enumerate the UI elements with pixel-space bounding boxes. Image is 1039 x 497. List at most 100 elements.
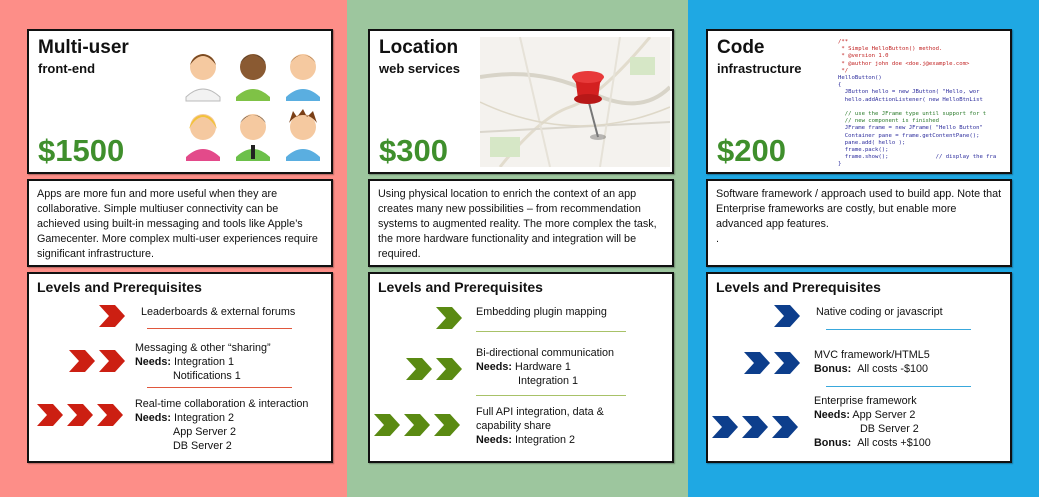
chevron-arrow-icon — [774, 305, 800, 327]
level-2-title: MVC framework/HTML5 — [814, 349, 930, 361]
user-avatars-icon — [185, 54, 320, 161]
level-2-arrows — [744, 352, 804, 374]
chevron-arrow-icon — [37, 404, 63, 426]
divider — [826, 386, 971, 387]
needs-item: Integration 2 — [174, 412, 235, 424]
price-label: $300 — [379, 133, 448, 168]
code-line: */ — [838, 67, 849, 74]
levels-title: Levels and Prerequisites — [37, 279, 202, 295]
chevron-arrow-icon — [712, 416, 738, 438]
chevron-arrow-icon — [744, 352, 770, 374]
divider — [826, 329, 971, 330]
chevron-arrow-icon — [774, 352, 800, 374]
needs-item: Notifications 1 — [173, 370, 241, 382]
level-1-label: Embedding plugin mapping — [476, 306, 607, 318]
levels-card: Levels and Prerequisites Leaderboards & … — [27, 272, 333, 463]
card-subtitle: web services — [379, 61, 460, 76]
levels-title: Levels and Prerequisites — [716, 279, 881, 295]
code-line: hello.addActionListener( new HelloBtnLis… — [838, 96, 983, 103]
chevron-arrow-icon — [374, 414, 400, 436]
description-extra: . — [716, 233, 719, 245]
chevron-arrow-icon — [404, 414, 430, 436]
needs-label: Needs: — [135, 412, 172, 424]
level-2-title: Bi-directional communication — [476, 347, 615, 359]
chevron-arrow-icon — [97, 404, 123, 426]
header-card: Code infrastructure $200 /** * Simple He… — [706, 29, 1012, 174]
description-card: Software framework / approach used to bu… — [706, 179, 1012, 267]
header-card: Multi-user front-end $1500 — [27, 29, 333, 174]
level-3-arrows — [712, 416, 802, 438]
chevron-arrow-icon — [67, 404, 93, 426]
level-3-title: Enterprise framework — [814, 395, 917, 407]
column-code: Code infrastructure $200 /** * Simple He… — [688, 0, 1039, 497]
level-1-arrows — [99, 305, 129, 327]
code-line: { — [838, 82, 842, 89]
divider — [147, 328, 292, 329]
level-3-arrows — [374, 414, 464, 436]
code-line: * @version 1.0 — [838, 53, 889, 60]
description-text: Using physical location to enrich the co… — [378, 188, 657, 260]
needs-item: Hardware 1 — [515, 361, 571, 373]
level-3-label: Full API integration, data & capability … — [476, 405, 604, 447]
chevron-arrow-icon — [436, 307, 462, 329]
level-3-title-cont: capability share — [476, 420, 552, 432]
bonus-label: Bonus: — [814, 363, 852, 375]
level-3-label: Real-time collaboration & interaction Ne… — [135, 397, 308, 453]
card-subtitle: infrastructure — [717, 61, 802, 76]
price-label: $200 — [717, 133, 786, 168]
price-label: $1500 — [38, 133, 125, 168]
needs-item: App Server 2 — [173, 426, 237, 438]
map-pin-icon — [480, 37, 670, 167]
description-text: Software framework / approach used to bu… — [716, 187, 1002, 247]
needs-item: Integration 1 — [174, 356, 235, 368]
code-line: /** — [838, 39, 849, 45]
chevron-arrow-icon — [434, 414, 460, 436]
divider — [476, 395, 626, 396]
chevron-arrow-icon — [99, 305, 125, 327]
level-1-arrows — [436, 307, 466, 329]
code-snippet-icon: /** * Simple HelloButton() method. * @ve… — [838, 39, 1008, 169]
chevron-arrow-icon — [436, 358, 462, 380]
code-line: // new component is finished — [838, 118, 940, 125]
chevron-arrow-icon — [742, 416, 768, 438]
column-multi-user: Multi-user front-end $1500 — [0, 0, 347, 497]
bonus-label: Bonus: — [814, 437, 852, 449]
card-title: Code — [717, 37, 765, 58]
level-2-label: Bi-directional communication Needs: Hard… — [476, 346, 614, 388]
chevron-arrow-icon — [99, 350, 125, 372]
code-line: Container pane = frame.getContentPane(); — [838, 132, 980, 139]
code-line: JFrame frame = new JFrame( "Hello Button… — [838, 125, 983, 132]
chevron-arrow-icon — [69, 350, 95, 372]
card-title: Location — [379, 37, 459, 58]
needs-item: DB Server 2 — [173, 440, 232, 452]
needs-label: Needs: — [814, 409, 851, 421]
divider — [147, 387, 292, 388]
needs-label: Needs: — [476, 434, 513, 446]
description-body: Software framework / approach used to bu… — [716, 188, 1002, 230]
description-text: Apps are more fun and more useful when t… — [37, 188, 318, 260]
column-location: Location web services $300 Using physica… — [347, 0, 688, 497]
card-subtitle: front-end — [38, 61, 96, 76]
needs-label: Needs: — [476, 361, 513, 373]
description-card: Using physical location to enrich the co… — [368, 179, 674, 267]
needs-item: DB Server 2 — [860, 423, 919, 435]
description-card: Apps are more fun and more useful when t… — [27, 179, 333, 267]
code-line: pane.add( hello ); — [838, 139, 906, 146]
level-2-arrows — [69, 350, 129, 372]
needs-item: App Server 2 — [852, 409, 916, 421]
needs-label: Needs: — [135, 356, 172, 368]
code-line: * Simple HelloButton() method. — [838, 46, 943, 53]
needs-item: Integration 1 — [518, 375, 579, 387]
code-line: HelloButton() — [838, 75, 882, 82]
level-2-label: Messaging & other “sharing” Needs: Integ… — [135, 341, 271, 383]
header-card: Location web services $300 — [368, 29, 674, 174]
code-line: frame.show(); // display the fra — [838, 154, 997, 161]
levels-card: Levels and Prerequisites Native coding o… — [706, 272, 1012, 463]
level-1-label: Leaderboards & external forums — [141, 306, 296, 318]
level-2-title: Messaging & other “sharing” — [135, 342, 271, 354]
level-1-label: Native coding or javascript — [816, 306, 943, 318]
bonus-item: All costs +$100 — [857, 437, 931, 449]
card-title: Multi-user — [38, 37, 129, 58]
code-line: // use the JFrame type until support for… — [838, 111, 987, 118]
level-3-arrows — [37, 404, 127, 426]
